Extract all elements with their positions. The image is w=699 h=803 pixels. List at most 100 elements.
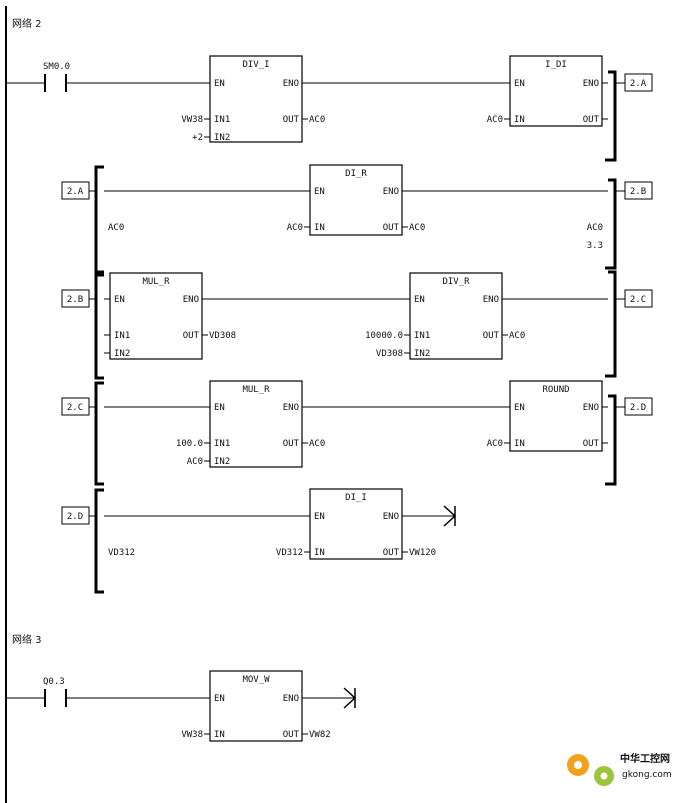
svg-text:EN: EN	[214, 694, 225, 704]
block-title: DIV_R	[442, 277, 470, 287]
svg-text:ENO: ENO	[483, 295, 499, 305]
svg-text:IN2: IN2	[114, 349, 130, 359]
block-title: MUL_R	[142, 277, 170, 287]
svg-text:IN2: IN2	[214, 457, 230, 467]
svg-text:2.B: 2.B	[67, 295, 83, 305]
svg-text:OUT: OUT	[283, 730, 300, 740]
connector-2b-in: 2.B	[61, 289, 90, 308]
block-title: ROUND	[542, 385, 569, 395]
svg-text:OUT: OUT	[583, 439, 600, 449]
svg-text:OUT: OUT	[583, 115, 600, 125]
svg-text:ENO: ENO	[583, 403, 599, 413]
block-title: DIV_I	[242, 60, 269, 70]
operand: VW120	[409, 548, 436, 558]
block-mul-r-2[interactable]: MUL_R EN ENO IN1 OUT IN2	[209, 380, 303, 468]
operand: 100.0	[176, 439, 203, 449]
contact-q0-3[interactable]: Q0.3	[43, 677, 67, 707]
svg-text:2.A: 2.A	[630, 79, 647, 89]
svg-text:IN: IN	[314, 223, 325, 233]
operand: 10000.0	[365, 331, 403, 341]
connector-2d-out: 2.D	[624, 397, 653, 416]
svg-text:ENO: ENO	[383, 512, 399, 522]
block-di-r[interactable]: DI_R EN ENO IN OUT	[309, 164, 403, 236]
svg-text:IN2: IN2	[414, 349, 430, 359]
svg-text:2.D: 2.D	[630, 403, 646, 413]
connector-2a-in: 2.A	[61, 181, 90, 200]
operand: AC0	[187, 457, 203, 467]
contact-sm0-0[interactable]: SM0.0	[43, 62, 70, 92]
operand: AC0	[309, 439, 325, 449]
block-i-di[interactable]: I_DI EN ENO IN OUT	[509, 55, 603, 127]
block-title: I_DI	[545, 60, 567, 70]
svg-text:EN: EN	[114, 295, 125, 305]
operand: AC0	[487, 115, 503, 125]
operand: VD312	[276, 548, 303, 558]
rung-3: 2.B MUL_R EN ENO IN1 OUT IN2 VD308 DIV_R…	[61, 270, 653, 380]
svg-text:EN: EN	[314, 512, 325, 522]
svg-text:ENO: ENO	[283, 79, 299, 89]
gear-icon	[567, 754, 614, 786]
svg-text:OUT: OUT	[383, 223, 400, 233]
operand: AC0	[309, 115, 325, 125]
operand: AC0	[409, 223, 425, 233]
block-title: MUL_R	[242, 385, 270, 395]
block-div-i[interactable]: DIV_I EN ENO IN1 OUT IN2	[209, 55, 303, 143]
watermark: 中华工控网 gkong.com	[567, 752, 672, 786]
svg-text:OUT: OUT	[183, 331, 200, 341]
connector-2b-out: 2.B	[624, 181, 653, 200]
operand: VD308	[209, 331, 236, 341]
side-note: AC0	[587, 223, 603, 233]
svg-text:ENO: ENO	[283, 403, 299, 413]
operand: VD308	[376, 349, 403, 359]
svg-text:2.D: 2.D	[67, 512, 83, 522]
svg-text:ENO: ENO	[183, 295, 199, 305]
side-note: AC0	[108, 223, 124, 233]
operand: VW38	[181, 730, 203, 740]
svg-text:IN1: IN1	[214, 439, 230, 449]
rung-4: 2.C MUL_R EN ENO IN1 OUT IN2 100.0 AC0 A…	[61, 380, 653, 486]
operand: AC0	[509, 331, 525, 341]
svg-text:IN: IN	[214, 730, 225, 740]
block-title: MOV_W	[242, 675, 270, 685]
svg-text:IN1: IN1	[214, 115, 230, 125]
svg-text:ENO: ENO	[283, 694, 299, 704]
svg-text:ENO: ENO	[383, 187, 399, 197]
svg-text:EN: EN	[314, 187, 325, 197]
connector-2d-in: 2.D	[61, 506, 90, 525]
svg-text:OUT: OUT	[283, 439, 300, 449]
svg-text:OUT: OUT	[283, 115, 300, 125]
side-note: 3.3	[587, 241, 603, 251]
svg-text:OUT: OUT	[383, 548, 400, 558]
block-mul-r-1[interactable]: MUL_R EN ENO IN1 OUT IN2	[109, 272, 203, 360]
operand: VW38	[181, 115, 203, 125]
svg-text:IN2: IN2	[214, 133, 230, 143]
connector-2a-out: 2.A	[624, 73, 653, 92]
watermark-text: 中华工控网	[620, 752, 670, 765]
watermark-url: gkong.com	[622, 770, 672, 780]
block-div-r[interactable]: DIV_R EN ENO IN1 OUT IN2	[409, 272, 503, 360]
network-3-label: 网络 3	[12, 633, 42, 646]
block-title: DI_R	[345, 169, 367, 179]
block-round[interactable]: ROUND EN ENO IN OUT	[509, 380, 603, 452]
svg-text:EN: EN	[214, 79, 225, 89]
svg-text:2.B: 2.B	[630, 187, 646, 197]
svg-text:2.C: 2.C	[67, 403, 83, 413]
rung-5: 2.D VD312 DI_I EN ENO IN OUT VD312 VW120	[61, 488, 457, 594]
block-di-i[interactable]: DI_I EN ENO IN OUT	[309, 488, 403, 560]
svg-text:2.C: 2.C	[630, 295, 646, 305]
rung-2: 2.A AC0 DI_R EN ENO IN OUT AC0 AC0 AC0 3…	[61, 164, 653, 274]
operand: AC0	[287, 223, 303, 233]
operand: +2	[192, 133, 203, 143]
operand: VW82	[309, 730, 331, 740]
arrow-end-icon	[343, 687, 357, 709]
svg-text:IN: IN	[514, 115, 525, 125]
svg-text:IN: IN	[514, 439, 525, 449]
svg-text:ENO: ENO	[583, 79, 599, 89]
svg-text:2.A: 2.A	[67, 187, 84, 197]
rung-6: Q0.3 MOV_W EN ENO IN OUT VW38 VW82	[6, 670, 357, 742]
block-mov-w[interactable]: MOV_W EN ENO IN OUT	[209, 670, 303, 742]
contact-address: Q0.3	[43, 677, 65, 687]
svg-text:EN: EN	[414, 295, 425, 305]
svg-text:IN1: IN1	[414, 331, 430, 341]
